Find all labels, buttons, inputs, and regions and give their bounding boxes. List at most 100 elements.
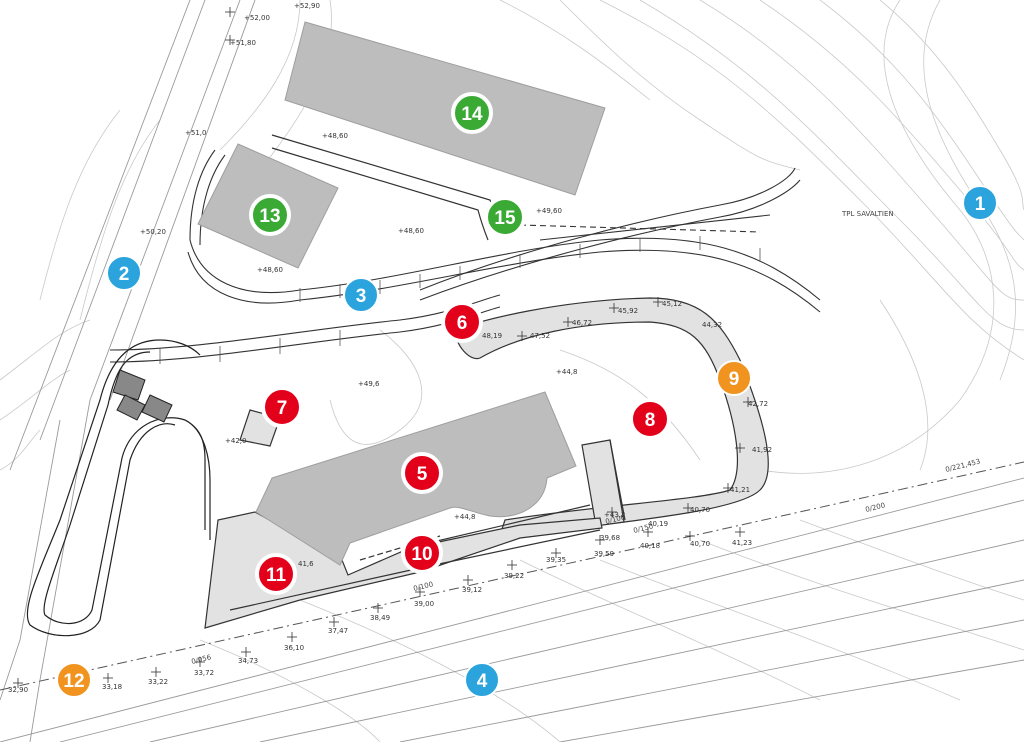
elevation-label: +48,60 [322, 132, 348, 140]
marker-13[interactable]: 13 [249, 194, 291, 236]
elevation-label: 33,22 [148, 678, 168, 686]
station-label: 0/200 [865, 501, 887, 514]
marker-14-circle [451, 92, 493, 134]
marker-10-label: 10 [411, 544, 432, 565]
marker-11-circle [255, 553, 297, 595]
loop-structures [112, 369, 173, 423]
elevation-label: 36,10 [284, 644, 304, 652]
marker-4-label: 4 [477, 671, 488, 692]
marker-13-circle [249, 194, 291, 236]
marker-1-label: 1 [975, 194, 986, 215]
elevation-labels: +52,90 +52,00 +51,80 +51,0 +48,60 +48,60 +48,6… [8, 2, 772, 694]
marker-15[interactable]: 15 [484, 196, 526, 238]
marker-7-label: 7 [277, 398, 288, 419]
marker-8-label: 8 [645, 410, 656, 431]
elevation-label: 32,90 [8, 686, 28, 694]
elevation-label: +48,60 [398, 227, 424, 235]
access-lines [229, 134, 626, 611]
marker-1-circle [962, 185, 998, 221]
elevation-label: +51,80 [230, 39, 256, 47]
marker-2[interactable]: 2 [106, 255, 142, 291]
marker-6-label: 6 [457, 313, 468, 334]
railway-sleepers [159, 236, 761, 364]
elevation-label: +50,20 [140, 228, 166, 236]
marker-5-circle [401, 452, 443, 494]
elevation-label: +43,2 [604, 511, 625, 519]
marker-5-label: 5 [417, 464, 428, 485]
elevation-label: 40,19 [648, 520, 668, 528]
elevation-label: +49,6 [358, 380, 380, 388]
elevation-label: +42,0 [225, 437, 246, 445]
marker-7[interactable]: 7 [261, 386, 303, 428]
marker-4[interactable]: 4 [464, 662, 500, 698]
marker-14-label: 14 [461, 104, 483, 125]
marker-3-circle [343, 277, 379, 313]
elevation-label: 39,59 [594, 550, 614, 558]
elevation-label: 34,73 [238, 657, 258, 665]
marker-11[interactable]: 11 [255, 553, 297, 595]
marker-10-circle [401, 532, 443, 574]
marker-12-label: 12 [63, 671, 84, 692]
marker-5[interactable]: 5 [401, 452, 443, 494]
marker-9[interactable]: 9 [716, 360, 752, 396]
elevation-label: +52,00 [244, 14, 270, 22]
elevation-crosses [13, 7, 753, 688]
marker-6[interactable]: 6 [441, 301, 483, 343]
elevation-label: 45,12 [662, 300, 682, 308]
elevation-label: 48,19 [482, 332, 502, 340]
elevation-label: +44,8 [556, 368, 577, 376]
marker-9-label: 9 [729, 369, 740, 390]
elevation-label: 39,35 [546, 556, 566, 564]
elevation-label: 33,72 [194, 669, 214, 677]
marker-3[interactable]: 3 [343, 277, 379, 313]
elevation-label: 41,92 [752, 446, 772, 454]
marker-4-circle [464, 662, 500, 698]
elevation-label: +49,60 [536, 207, 562, 215]
marker-3-label: 3 [356, 286, 367, 307]
marker-8[interactable]: 8 [629, 398, 671, 440]
marker-14[interactable]: 14 [451, 92, 493, 134]
elevation-label: 41,23 [732, 539, 752, 547]
elevation-label: 42,72 [748, 400, 768, 408]
elevation-label: 41,6 [298, 560, 314, 568]
marker-2-circle [106, 255, 142, 291]
elevation-label: 33,18 [102, 683, 122, 691]
elevation-label: 40,18 [640, 542, 660, 550]
marker-15-circle [484, 196, 526, 238]
marker-12-circle [56, 662, 92, 698]
building-14 [284, 21, 606, 196]
marker-13-label: 13 [259, 206, 280, 227]
elevation-label: 40,70 [690, 506, 710, 514]
station-label: 0/150 [633, 522, 655, 535]
marker-1[interactable]: 1 [962, 185, 998, 221]
elevation-label: +52,90 [294, 2, 320, 10]
elevation-label: 47,52 [530, 332, 550, 340]
station-label: 0/100 [413, 580, 435, 593]
marker-6-circle [441, 301, 483, 343]
loop-road [26, 339, 211, 637]
elevation-label: 46,72 [572, 319, 592, 327]
marker-8-circle [629, 398, 671, 440]
elevation-label: +44,8 [454, 513, 475, 521]
elevation-label: +51,0 [185, 129, 206, 137]
buildings [197, 21, 606, 566]
elevation-label: 45,92 [618, 307, 638, 315]
marker-11-label: 11 [266, 565, 287, 586]
elevation-label: 39,12 [462, 586, 482, 594]
marker-2-label: 2 [119, 264, 130, 285]
marker-10[interactable]: 10 [401, 532, 443, 574]
elevation-label: 39,68 [600, 534, 620, 542]
station-label: 0/056 [191, 653, 213, 666]
marker-7-circle [261, 386, 303, 428]
station-label: 0/221,453 [945, 458, 982, 474]
road-label: TPL SAVALTIEN [841, 210, 894, 218]
elevation-label: +48,60 [257, 266, 283, 274]
marker-12[interactable]: 12 [56, 662, 92, 698]
elevation-label: 37,47 [328, 627, 348, 635]
elevation-label: 39,00 [414, 600, 434, 608]
